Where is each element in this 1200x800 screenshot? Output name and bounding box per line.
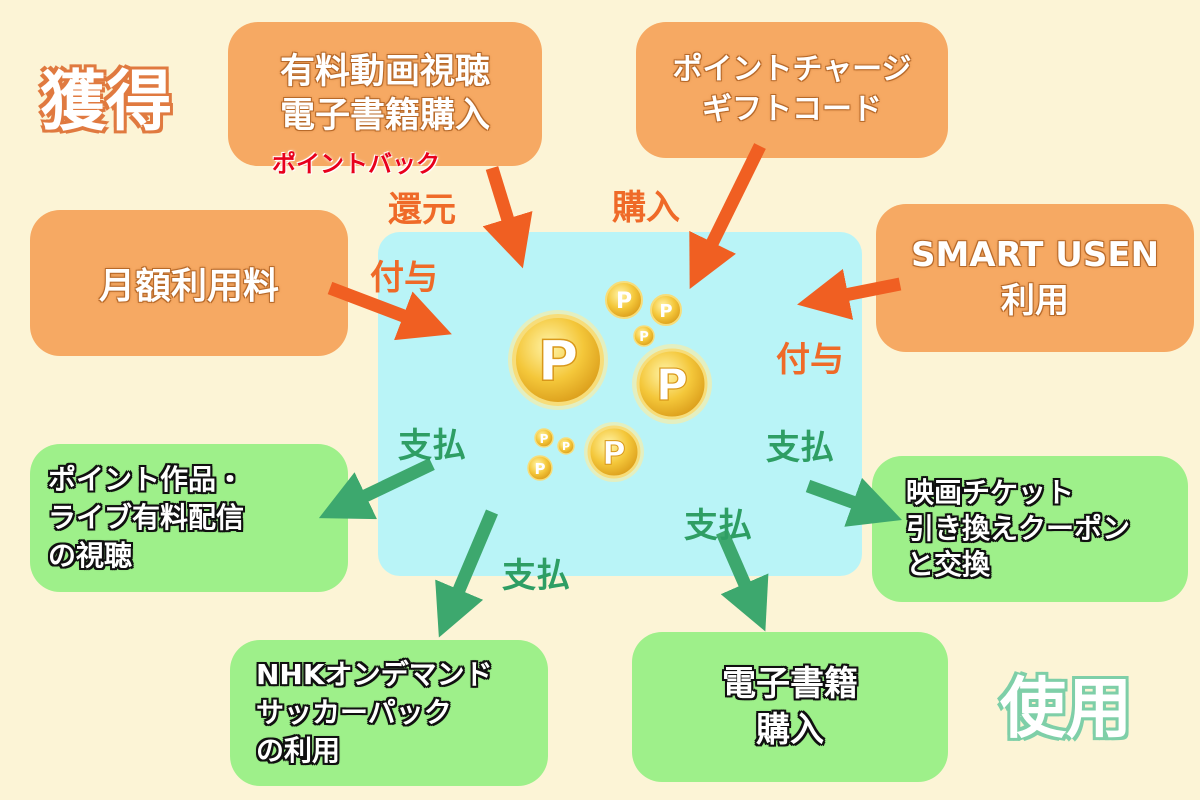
point-works-line-3: の視聴: [48, 539, 133, 572]
label-pay-bottom-left: 支払: [502, 556, 570, 596]
label-pay-right: 支払: [766, 428, 834, 468]
arrow-pay-left: [318, 458, 435, 520]
svg-text:P: P: [639, 330, 649, 345]
acquire-heading: 獲得: [40, 63, 172, 140]
label-grant-left: 付与: [370, 258, 438, 298]
charge-gift-line-1: ポイントチャージ: [672, 52, 912, 87]
label-purchase: 購入: [612, 188, 680, 228]
video-ebook-line-2: 電子書籍購入: [279, 96, 490, 136]
movie-ticket-line-3: と交換: [906, 548, 991, 581]
point-works-box: ポイント作品・ ライブ有料配信 の視聴: [30, 444, 348, 592]
arrow-grant-right: [797, 268, 902, 320]
coin-small-right: P: [650, 294, 682, 326]
label-grant-right: 付与: [776, 340, 844, 380]
coin-tiny-3: P: [557, 437, 575, 455]
video-ebook-line-1: 有料動画視聴: [279, 52, 490, 92]
coin-tiny-1: P: [633, 325, 655, 347]
svg-text:P: P: [562, 440, 570, 453]
smart-usen-line-2: 利用: [1001, 281, 1069, 321]
use-heading: 使用: [1000, 670, 1132, 747]
svg-text:P: P: [540, 432, 549, 446]
label-return: 還元: [388, 190, 456, 230]
movie-ticket-box: 映画チケット 引き換えクーポン と交換: [872, 456, 1188, 602]
arrow-purchase: [689, 143, 766, 289]
monthly-fee-box: 月額利用料: [30, 210, 348, 356]
coin-small-top: P: [605, 281, 643, 319]
coin-large: P: [508, 310, 608, 410]
point-works-line-1: ポイント作品・: [48, 463, 245, 496]
coin-medium-bottom: P: [584, 422, 644, 482]
arrow-pay-right: [805, 477, 903, 527]
svg-text:P: P: [656, 360, 688, 411]
nhk-box: NHKオンデマンド サッカーパック の利用: [230, 640, 548, 786]
charge-gift-line-2: ギフトコード: [702, 92, 882, 127]
charge-gift-box: ポイントチャージ ギフトコード: [636, 22, 948, 158]
arrow-pay-bottom-left: [435, 509, 498, 638]
smart-usen-line-1: SMART USEN: [910, 235, 1160, 275]
coin-medium-right: P: [632, 344, 712, 424]
movie-ticket-line-1: 映画チケット: [906, 476, 1075, 509]
ebook-line-1: 電子書籍: [722, 664, 858, 704]
ebook-line-2: 購入: [756, 710, 824, 750]
arrow-grant-left: [327, 281, 452, 341]
label-pay-left: 支払: [398, 426, 466, 466]
label-pay-bottom-right: 支払: [684, 506, 752, 546]
coin-tiny-2: P: [534, 428, 554, 448]
nhk-line-3: の利用: [256, 734, 341, 767]
svg-text:P: P: [537, 329, 578, 394]
video-ebook-box: 有料動画視聴 電子書籍購入: [228, 22, 542, 166]
svg-text:P: P: [602, 434, 625, 472]
ebook-box: 電子書籍 購入: [632, 632, 948, 782]
svg-text:P: P: [616, 289, 632, 314]
arrow-pay-bottom-right: [716, 529, 769, 632]
point-back-label: ポイントバック: [272, 150, 440, 178]
movie-ticket-line-2: 引き換えクーポン: [906, 512, 1131, 545]
svg-text:P: P: [659, 301, 672, 322]
svg-text:P: P: [535, 460, 546, 478]
arrow-return: [482, 166, 533, 269]
smart-usen-box: SMART USEN 利用: [876, 204, 1194, 352]
coin-tiny-4: P: [527, 455, 553, 481]
nhk-line-2: サッカーパック: [256, 696, 452, 729]
point-works-line-2: ライブ有料配信: [48, 501, 245, 534]
nhk-line-1: NHKオンデマンド: [256, 658, 493, 691]
monthly-fee-line-1: 月額利用料: [98, 266, 279, 307]
